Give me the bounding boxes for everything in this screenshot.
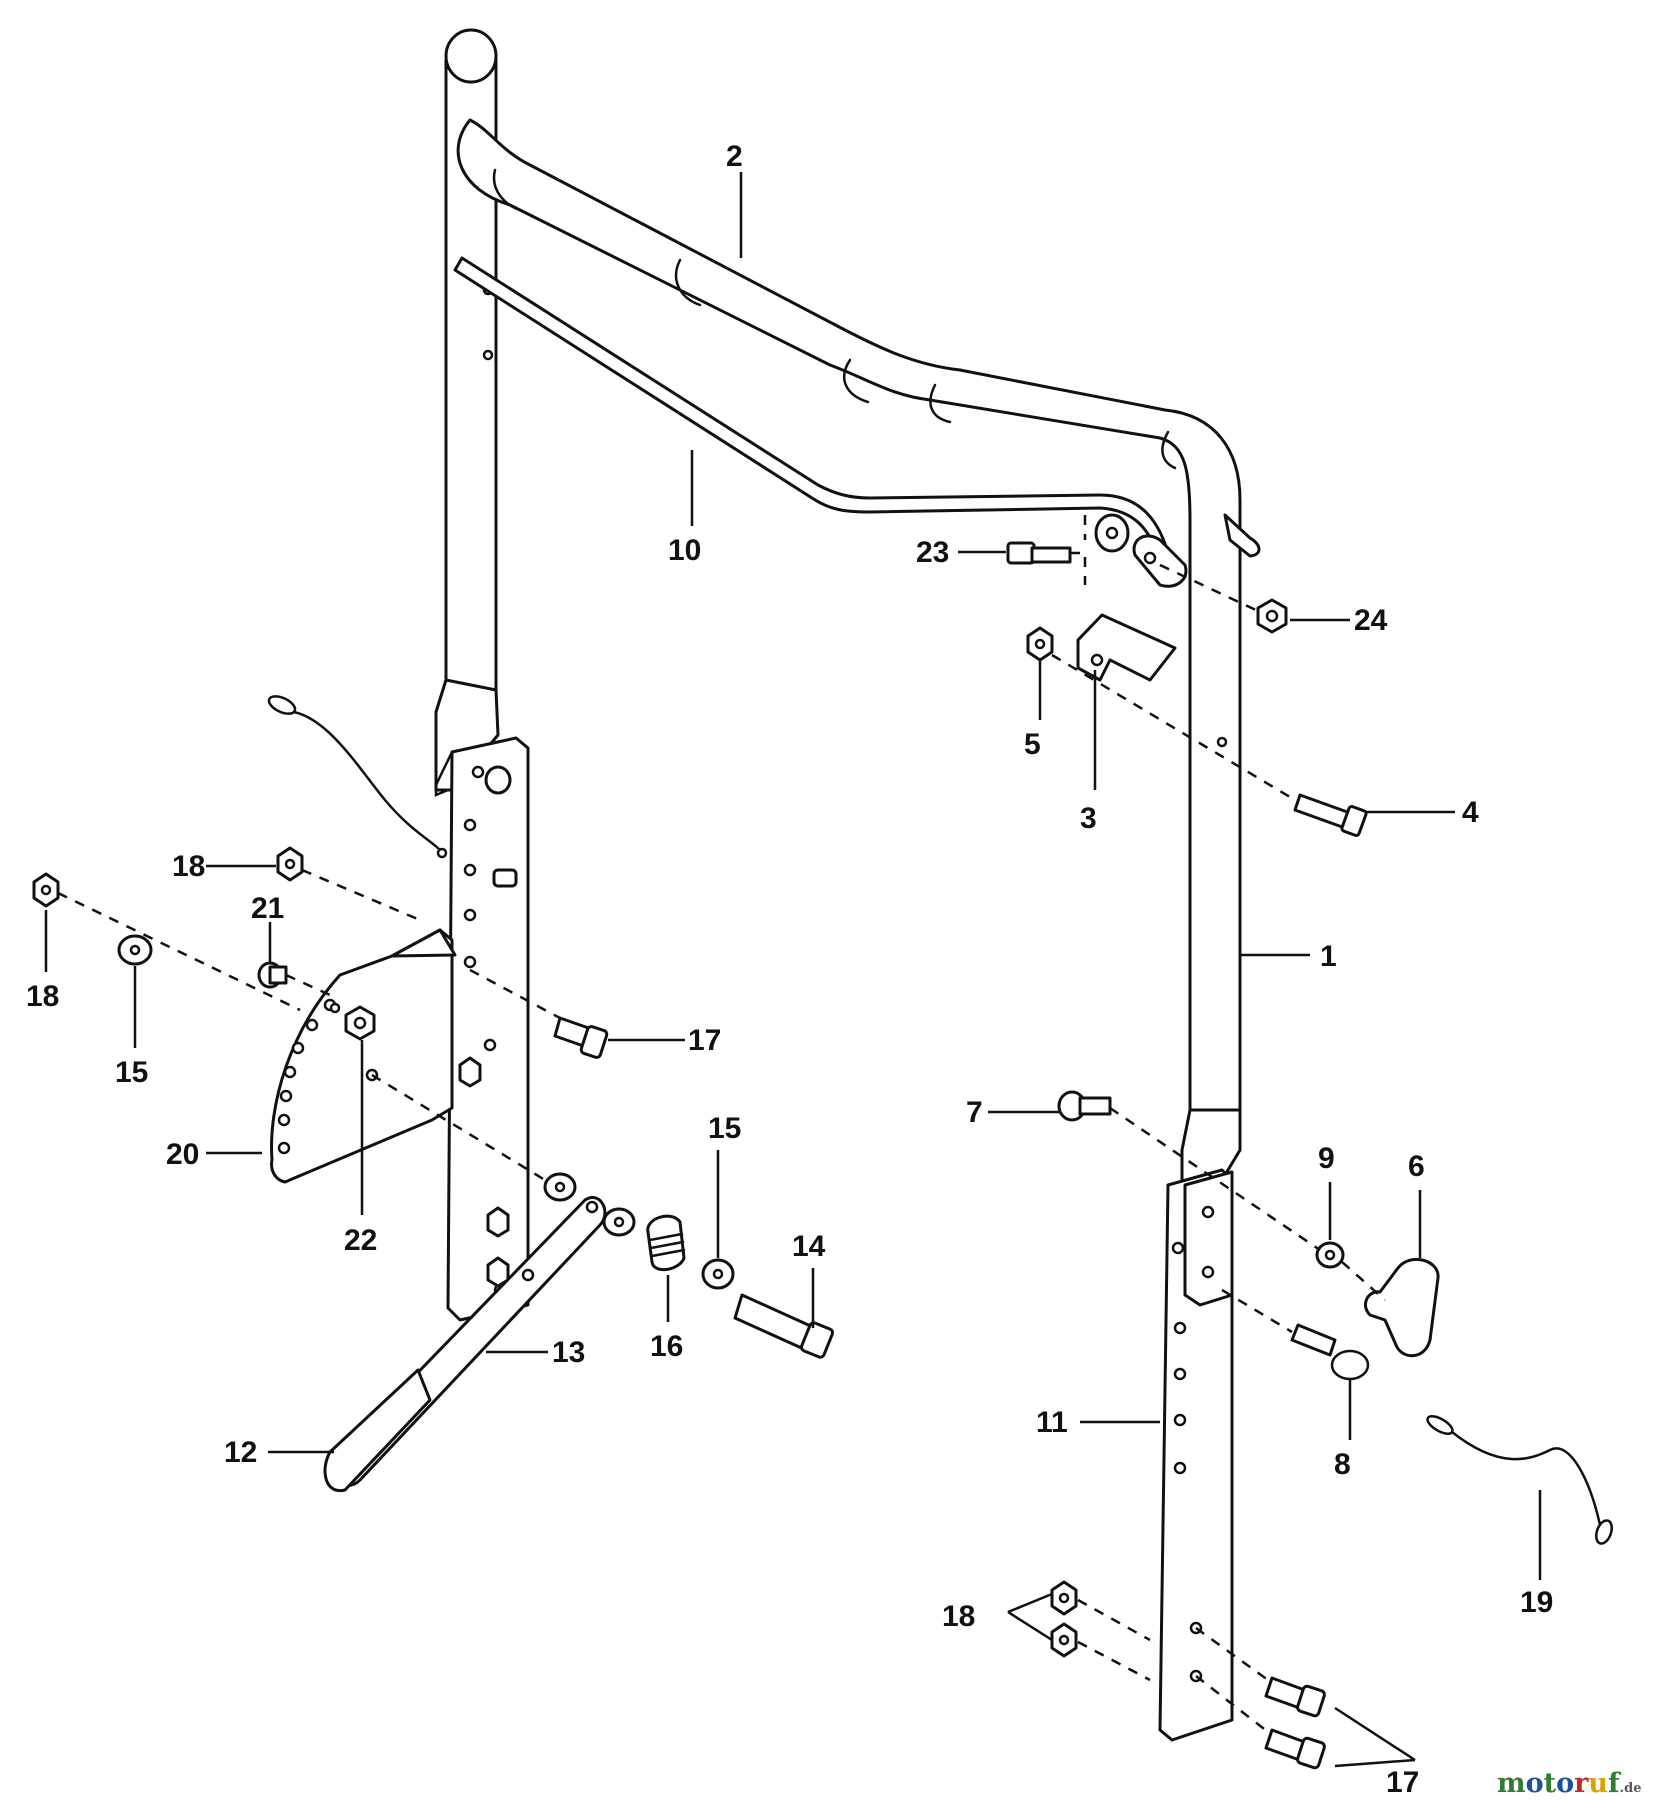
callout-24: 24 xyxy=(1354,604,1388,637)
callout-22: 22 xyxy=(344,1224,377,1257)
watermark-logo: motoruf.de xyxy=(1497,1768,1641,1799)
callout-8: 8 xyxy=(1334,1448,1351,1481)
nut-18-top xyxy=(276,846,304,882)
cable-19 xyxy=(1426,1415,1614,1545)
watermark-letter: t xyxy=(1544,1768,1557,1799)
top-hinge-bracket xyxy=(1094,513,1261,588)
callout-5: 5 xyxy=(1024,728,1041,761)
pin-21 xyxy=(257,961,288,989)
bolt-17-mid xyxy=(553,1016,609,1059)
callout-6: 6 xyxy=(1408,1150,1425,1183)
watermark-letter: o xyxy=(1526,1768,1544,1799)
callout-11: 11 xyxy=(1036,1406,1068,1439)
knob-6 xyxy=(1364,1257,1440,1358)
callout-labels: 1 2 3 4 5 6 7 8 9 10 11 12 13 14 15 15 1… xyxy=(26,140,1553,1799)
callout-18-left: 18 xyxy=(26,980,59,1013)
bolt-7 xyxy=(1057,1090,1112,1122)
bolt-17-bottom-upper xyxy=(1264,1676,1326,1718)
pin-14 xyxy=(733,1293,835,1359)
watermark-letter: r xyxy=(1574,1768,1589,1799)
callout-23: 23 xyxy=(916,536,949,569)
nut-18-bottom-upper xyxy=(1050,1580,1078,1616)
washer-16-front xyxy=(602,1207,636,1237)
callout-2: 2 xyxy=(726,140,743,173)
cable-left xyxy=(267,695,448,859)
nut-24 xyxy=(1256,598,1288,634)
nut-18-bottom-lower xyxy=(1050,1622,1078,1658)
callout-14: 14 xyxy=(792,1230,826,1263)
bolt-23 xyxy=(1006,541,1072,565)
callout-4: 4 xyxy=(1462,796,1479,829)
callout-3: 3 xyxy=(1080,802,1097,835)
sector-plate-20 xyxy=(270,928,457,1184)
watermark-letter: f xyxy=(1608,1768,1622,1799)
callout-19: 19 xyxy=(1520,1586,1553,1619)
bracket-3 xyxy=(1076,613,1177,682)
callout-9: 9 xyxy=(1318,1142,1335,1175)
callout-16: 16 xyxy=(650,1330,683,1363)
callout-10: 10 xyxy=(668,534,701,567)
washer-15-left xyxy=(117,934,153,966)
callout-17-bottom: 17 xyxy=(1386,1766,1419,1799)
washer-lever xyxy=(543,1172,577,1202)
callout-7: 7 xyxy=(966,1096,983,1129)
callout-12: 12 xyxy=(224,1436,257,1469)
assembly-lines xyxy=(57,515,1386,1733)
spring-16 xyxy=(646,1214,686,1272)
bolt-4 xyxy=(1293,793,1368,837)
callout-1: 1 xyxy=(1320,940,1337,973)
watermark-letter: o xyxy=(1556,1768,1574,1799)
washer-9 xyxy=(1315,1241,1345,1269)
bolt-17-bottom-lower xyxy=(1264,1728,1326,1770)
nut-5 xyxy=(1026,626,1054,662)
callout-18-bottom: 18 xyxy=(942,1600,975,1633)
watermark-letter: u xyxy=(1588,1768,1608,1799)
callout-18-top: 18 xyxy=(172,850,205,883)
leader-lines xyxy=(44,172,1542,1768)
watermark-letter: m xyxy=(1497,1768,1526,1799)
callout-15-right: 15 xyxy=(708,1112,741,1145)
lever-arm xyxy=(323,1196,607,1493)
washer-15-right xyxy=(701,1258,735,1290)
callout-20: 20 xyxy=(166,1138,199,1171)
handle-frame xyxy=(434,28,1242,1202)
callout-13: 13 xyxy=(552,1336,585,1369)
right-side-plate xyxy=(1158,1168,1234,1742)
watermark-suffix: .de xyxy=(1620,1781,1642,1796)
lynch-pin-8 xyxy=(1290,1323,1370,1381)
nut-18-left xyxy=(32,872,60,908)
nut-22 xyxy=(344,1005,376,1041)
left-side-plate xyxy=(434,736,530,1322)
callout-15-left: 15 xyxy=(115,1056,148,1089)
callout-21: 21 xyxy=(251,892,284,925)
callout-17-mid: 17 xyxy=(688,1024,721,1057)
